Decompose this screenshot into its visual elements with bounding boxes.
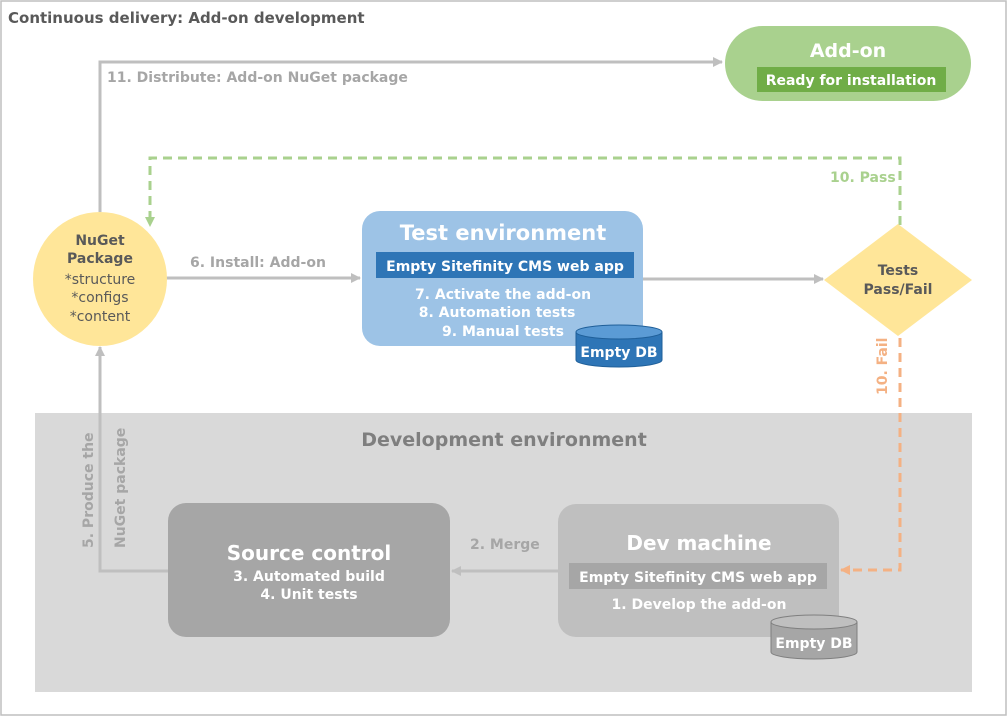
addon-title: Add-on <box>810 40 886 62</box>
nuget-line3: *structure <box>65 272 136 288</box>
addon-badge-text: Ready for installation <box>766 73 937 89</box>
dev-machine-badge-text: Empty Sitefinity CMS web app <box>579 570 817 586</box>
test-step9: 9. Manual tests <box>442 324 564 340</box>
fail-arrow <box>840 338 902 575</box>
nuget-package-node <box>33 212 167 346</box>
produce-arrow <box>95 346 168 573</box>
source-control-node <box>168 503 450 637</box>
addon-badge <box>757 67 946 92</box>
dev-machine-step1: 1. Develop the add-on <box>612 597 787 613</box>
fail-label: 10. Fail <box>875 338 891 395</box>
test-db-label: Empty DB <box>580 345 657 361</box>
nuget-line4: *configs <box>71 290 128 306</box>
test-environment-badge-text: Empty Sitefinity CMS web app <box>386 259 624 275</box>
install-label: 6. Install: Add-on <box>190 255 326 271</box>
source-control-step4: 4. Unit tests <box>260 587 357 603</box>
distribute-arrow <box>98 57 723 212</box>
test-step8: 8. Automation tests <box>419 305 576 321</box>
nuget-line2: Package <box>67 251 133 267</box>
pass-label: 10. Pass <box>830 170 896 186</box>
test-db-cylinder: Empty DB <box>575 324 663 368</box>
pass-arrow <box>145 156 902 227</box>
distribute-label: 11. Distribute: Add-on NuGet package <box>107 70 408 86</box>
produce-label-line2: NuGet package <box>113 428 129 548</box>
test-environment-node <box>362 211 643 346</box>
tests-line1: Tests <box>878 263 919 279</box>
merge-label: 2. Merge <box>470 537 540 553</box>
source-control-title: Source control <box>227 541 391 565</box>
dev-machine-title: Dev machine <box>626 531 771 555</box>
source-control-step3: 3. Automated build <box>233 569 385 585</box>
tests-decision-node <box>824 224 972 336</box>
dev-db-label: Empty DB <box>775 636 852 652</box>
tests-line2: Pass/Fail <box>864 282 933 298</box>
development-environment-title: Development environment <box>361 429 647 451</box>
diagram-title: Continuous delivery: Add-on development <box>8 9 365 27</box>
nuget-line5: *content <box>70 309 131 325</box>
dev-db-cylinder: Empty DB <box>770 614 858 660</box>
test-step7: 7. Activate the add-on <box>415 287 591 303</box>
nuget-line1: NuGet <box>75 233 125 249</box>
produce-label-line1: 5. Produce the <box>81 432 97 548</box>
test-environment-title: Test environment <box>400 221 607 245</box>
dev-machine-badge <box>569 563 827 589</box>
test-environment-badge <box>376 252 634 278</box>
